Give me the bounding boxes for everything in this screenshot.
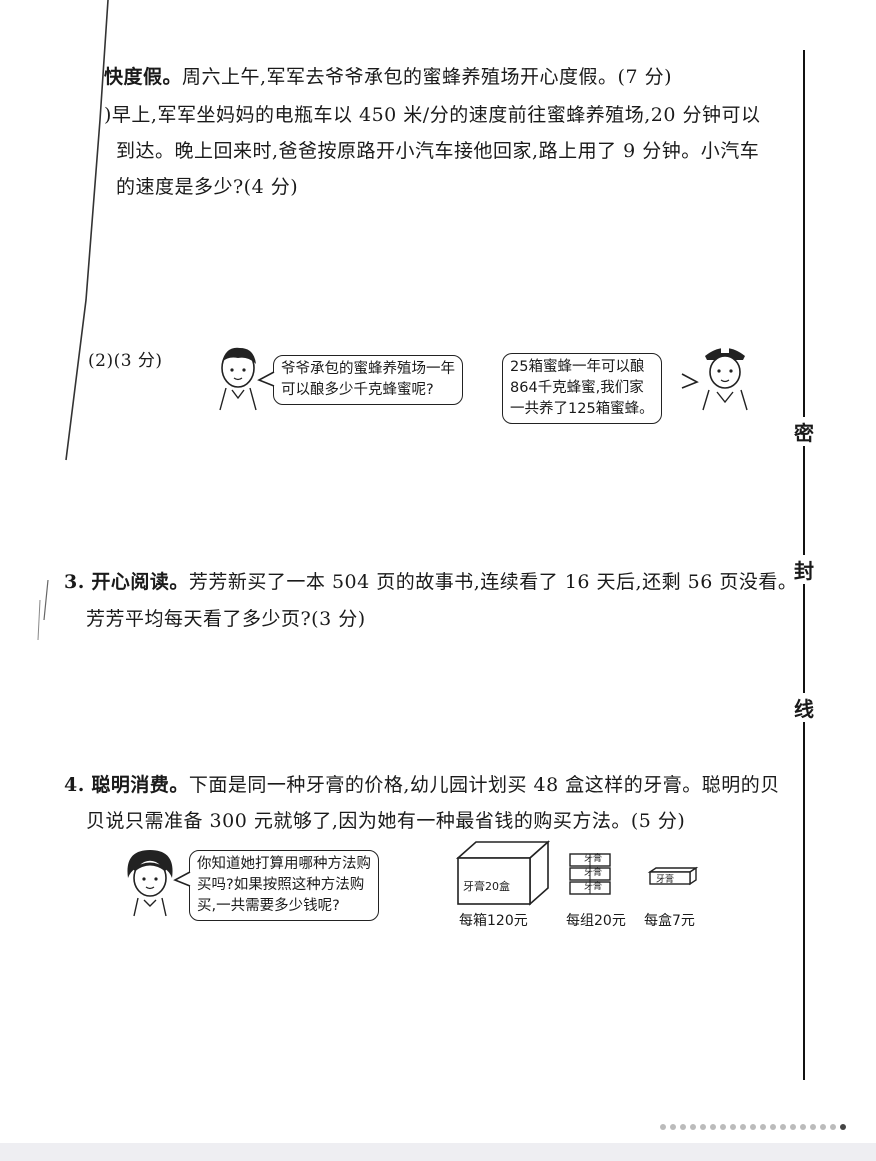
q4-number: 4. — [64, 774, 85, 796]
q3-line2: 芳芳平均每天看了多少页?(3 分) — [86, 608, 366, 630]
q3-line1: 3. 开心阅读。芳芳新买了一本 504 页的故事书,连续看了 16 天后,还剩 … — [64, 567, 797, 594]
q4-title-bold: 聪明消费。 — [91, 774, 189, 796]
seal-char-xian: 线 — [793, 693, 815, 722]
grandpa-bubble-line2: 864千克蜂蜜,我们家 — [510, 380, 644, 396]
boy-bubble-line1: 爷爷承包的蜜蜂养殖场一年 — [281, 361, 455, 377]
q2-part1-line3: 的速度是多少?(4 分) — [116, 176, 299, 198]
q3-line1-rest: 芳芳新买了一本 504 页的故事书,连续看了 16 天后,还剩 56 页没看。 — [188, 571, 798, 593]
toothpaste-box-icon — [647, 866, 699, 886]
q2-title-bold: 快度假。 — [104, 66, 183, 88]
price-crate: 每箱120元 — [459, 913, 528, 929]
q2-part2-label: (2)(3 分) — [88, 351, 163, 371]
grandpa-bubble-tail — [681, 373, 699, 389]
bottom-toolbar — [0, 1143, 876, 1161]
boy-speech-bubble: 爷爷承包的蜜蜂养殖场一年 可以酿多少千克蜂蜜呢? — [273, 355, 463, 405]
grandpa-speech-bubble: 25箱蜜蜂一年可以酿 864千克蜂蜜,我们家 一共养了125箱蜜蜂。 — [502, 353, 662, 424]
group-label-row1: 牙膏 — [584, 854, 603, 864]
girl-bubble-line3: 买,一共需要多少钱呢? — [197, 898, 340, 914]
price-box: 每盒7元 — [644, 913, 695, 929]
seal-char-feng: 封 — [793, 555, 815, 584]
crate-label: 牙膏20盒 — [463, 880, 510, 893]
q3-title-bold: 开心阅读。 — [91, 571, 189, 593]
girl-bubble-line2: 买吗?如果按照这种方法购 — [197, 877, 365, 893]
q2-title-rest: 周六上午,军军去爷爷承包的蜜蜂养殖场开心度假。(7 分) — [182, 66, 673, 88]
seal-char-mi: 密 — [793, 417, 815, 446]
grandpa-bubble-line1: 25箱蜜蜂一年可以酿 — [510, 359, 645, 375]
q4-line2: 贝说只需准备 300 元就够了,因为她有一种最省钱的购买方法。(5 分) — [86, 810, 686, 832]
toothpaste-group-icon — [569, 853, 611, 895]
girl-bubble-tail — [173, 871, 191, 887]
toothpaste-crate-icon — [455, 840, 551, 906]
girl-bubble-line1: 你知道她打算用哪种方法购 — [197, 856, 371, 872]
group-label-row3: 牙膏 — [584, 882, 603, 892]
girl-speech-bubble: 你知道她打算用哪种方法购 买吗?如果按照这种方法购 买,一共需要多少钱呢? — [189, 850, 379, 921]
q4-line1: 4. 聪明消费。下面是同一种牙膏的价格,幼儿园计划买 48 盒这样的牙膏。聪明的… — [64, 770, 780, 797]
grandpa-bubble-line3: 一共养了125箱蜜蜂。 — [510, 401, 654, 417]
price-group: 每组20元 — [566, 913, 626, 929]
q4-line1-rest: 下面是同一种牙膏的价格,幼儿园计划买 48 盒这样的牙膏。聪明的贝 — [188, 774, 780, 796]
scroll-indicator[interactable] — [660, 1124, 850, 1136]
box-label: 牙膏 — [656, 875, 675, 885]
girl-illustration — [127, 850, 173, 917]
boy-bubble-line2: 可以酿多少千克蜂蜜呢? — [281, 382, 434, 398]
group-label-row2: 牙膏 — [584, 868, 603, 878]
q2-title: 快度假。周六上午,军军去爷爷承包的蜜蜂养殖场开心度假。(7 分) — [104, 62, 672, 89]
q2-part1-line2: 到达。晚上回来时,爸爸按原路开小汽车接他回家,路上用了 9 分钟。小汽车 — [116, 140, 760, 162]
q2-part1-line1: )早上,军军坐妈妈的电瓶车以 450 米/分的速度前往蜜蜂养殖场,20 分钟可以 — [104, 104, 761, 126]
grandpa-illustration — [702, 348, 748, 411]
boy-illustration — [219, 347, 257, 411]
boy-bubble-tail — [257, 371, 275, 387]
q3-number: 3. — [64, 571, 85, 593]
